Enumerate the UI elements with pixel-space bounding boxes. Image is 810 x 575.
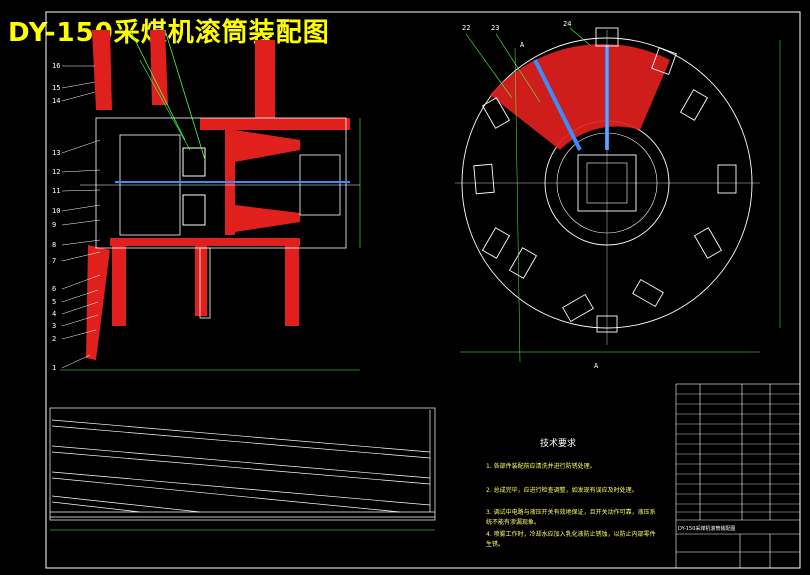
title-block <box>675 383 801 569</box>
drum-shell-vane-mid <box>255 40 275 118</box>
part-no-2: 2 <box>52 335 56 343</box>
drum-hub-plate <box>200 118 350 130</box>
part-no-13: 13 <box>52 149 60 157</box>
tech-note-4: 4. 喷雾工作时，冷却水应加入乳化液防止锈蚀，以防止内部零件生锈。 <box>486 531 656 548</box>
leader-24 <box>569 27 591 46</box>
drawing-border <box>45 11 801 569</box>
drum-vane-low-2 <box>195 246 207 316</box>
leader-22 <box>465 33 513 99</box>
hub-housing <box>119 134 181 236</box>
right-end-view: 22 23 24 A A <box>455 20 781 370</box>
cutter-picks <box>473 27 737 333</box>
development-frame <box>49 407 436 521</box>
tech-note-1: 1. 各部件装配前应清洗并进行防锈处理。 <box>486 463 596 470</box>
part-no-11: 11 <box>52 187 60 195</box>
callout-23: 23 <box>491 24 499 32</box>
part-no-7: 7 <box>52 257 56 265</box>
drum-shell-top <box>92 30 112 110</box>
green-leader-c <box>139 59 191 151</box>
drum-vane-low-3 <box>285 246 299 326</box>
callout-24: 24 <box>563 20 571 28</box>
drum-vane-low-1 <box>112 246 126 326</box>
part-no-4: 4 <box>52 310 56 318</box>
spray-bar-a <box>533 59 582 151</box>
section-mark-top: A <box>520 41 525 49</box>
vane-development-view <box>49 407 436 531</box>
drum-cone-top <box>235 130 300 162</box>
part-no-9: 9 <box>52 221 56 229</box>
drum-bottom-plate <box>110 238 300 246</box>
part-no-12: 12 <box>52 168 60 176</box>
green-leader-b <box>164 29 206 161</box>
part-number-labels: 16 15 14 13 12 11 10 9 8 7 6 5 4 3 2 1 <box>52 62 101 372</box>
green-leader-a <box>129 29 186 141</box>
part-no-8: 8 <box>52 241 56 249</box>
tech-requirements-heading: 技术要求 <box>540 439 577 449</box>
part-no-14: 14 <box>52 97 60 105</box>
spray-pipe <box>86 245 110 360</box>
part-no-16: 16 <box>52 62 60 70</box>
leader-23 <box>495 33 541 103</box>
bearing-bottom <box>182 194 206 226</box>
tech-note-2: 2. 总成完毕，应进行检查调整，如发现有误应及时处理。 <box>486 487 638 494</box>
part-no-15: 15 <box>52 84 60 92</box>
section-mark-bottom: A <box>594 362 599 370</box>
title-block-name: DY-150采煤机滚筒装配图 <box>678 525 735 532</box>
callout-22: 22 <box>462 24 470 32</box>
left-section-view <box>60 29 361 371</box>
part-no-6: 6 <box>52 285 56 293</box>
part-no-10: 10 <box>52 207 60 215</box>
tech-note-3: 3. 调试中电路与液压开关有效地保证，且开关动作可靠，液压系统不能有渗漏现象。 <box>486 509 656 526</box>
part-no-1: 1 <box>52 364 56 372</box>
drum-cone-bottom <box>235 205 300 232</box>
hub-bore <box>299 154 341 216</box>
section-line <box>514 47 521 363</box>
bearing-top <box>182 147 206 177</box>
bolt-lower <box>199 247 211 319</box>
part-no-3: 3 <box>52 322 56 330</box>
drawing-title: DY-150采煤机滚筒装配图 <box>8 18 330 48</box>
sectioned-sector <box>490 44 670 150</box>
part-no-5: 5 <box>52 298 56 306</box>
